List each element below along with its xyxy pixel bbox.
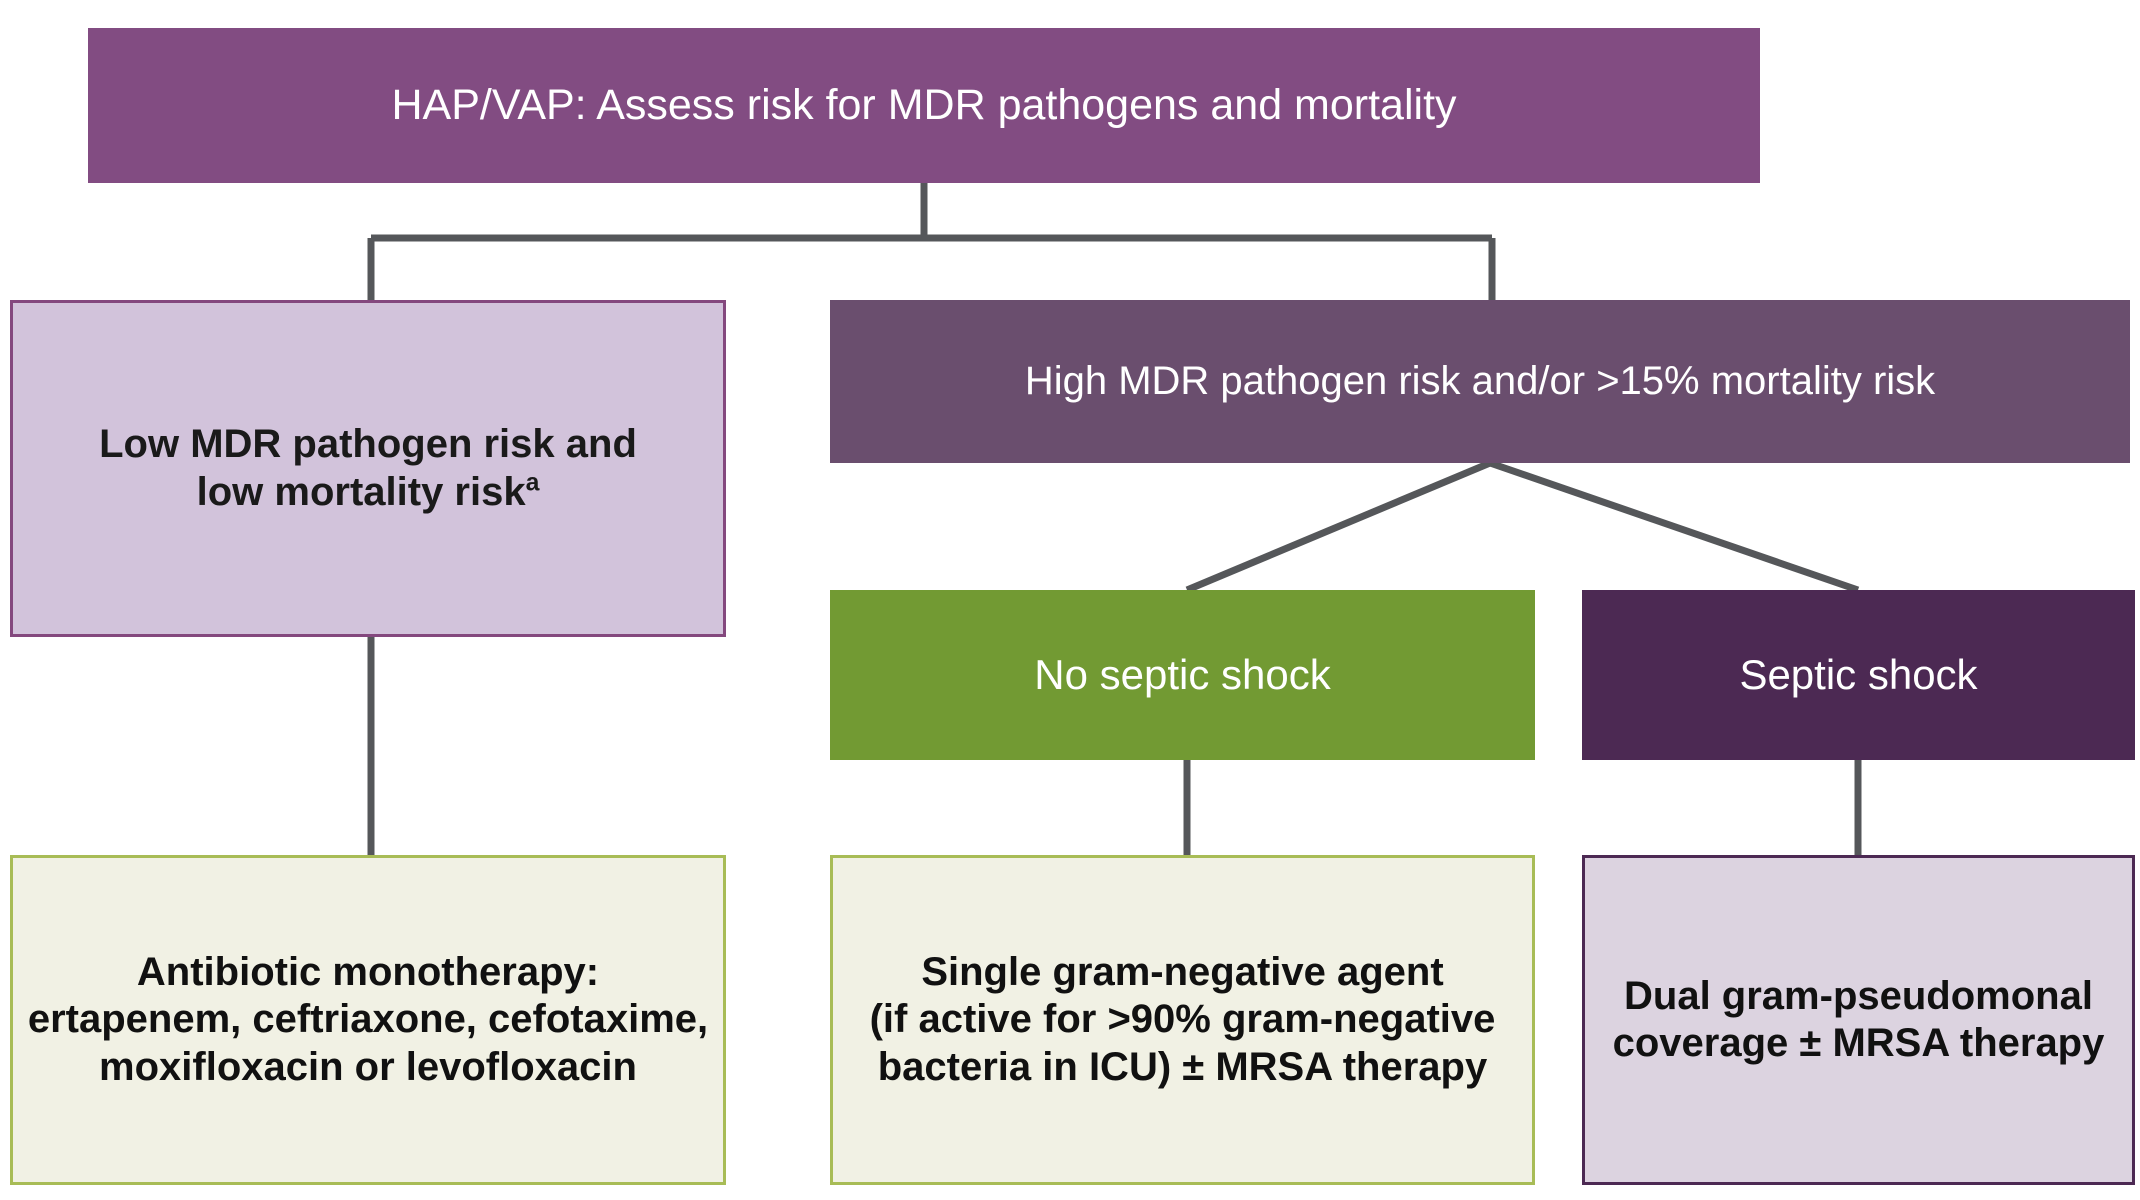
- node-septic-shock-label: Septic shock: [1739, 651, 1978, 699]
- node-high-mdr-risk[interactable]: High MDR pathogen risk and/or >15% morta…: [830, 300, 2130, 463]
- node-dual-gram-pseudomonal-coverage-label: Dual gram-pseudomonal coverage ± MRSA th…: [1612, 973, 2105, 1065]
- node-dual-gram-pseudomonal-coverage[interactable]: Dual gram-pseudomonal coverage ± MRSA th…: [1582, 855, 2135, 1185]
- node-no-septic-shock[interactable]: No septic shock: [830, 590, 1535, 760]
- node-antibiotic-monotherapy-label: Antibiotic monotherapy: ertapenem, ceftr…: [27, 950, 709, 1089]
- footnote-marker-a: a: [525, 469, 540, 497]
- node-root-assess-risk[interactable]: HAP/VAP: Assess risk for MDR pathogens a…: [88, 28, 1760, 183]
- node-septic-shock[interactable]: Septic shock: [1582, 590, 2135, 760]
- edge-high-risk-to-shock: [1488, 459, 1860, 594]
- node-no-septic-shock-label: No septic shock: [1034, 651, 1331, 699]
- node-single-gram-negative-agent[interactable]: Single gram-negative agent (if active fo…: [830, 855, 1535, 1185]
- node-root-label: HAP/VAP: Assess risk for MDR pathogens a…: [391, 81, 1457, 130]
- node-low-mdr-risk[interactable]: Low MDR pathogen risk and low mortality …: [10, 300, 726, 637]
- node-antibiotic-monotherapy[interactable]: Antibiotic monotherapy: ertapenem, ceftr…: [10, 855, 726, 1185]
- edge-high-risk-to-no-shock: [1185, 459, 1492, 594]
- node-low-mdr-risk-text: Low MDR pathogen risk and low mortality …: [99, 422, 637, 514]
- node-high-mdr-risk-label: High MDR pathogen risk and/or >15% morta…: [1024, 358, 1936, 403]
- node-low-mdr-risk-label: Low MDR pathogen risk and low mortality …: [13, 421, 723, 515]
- node-single-gram-negative-agent-label: Single gram-negative agent (if active fo…: [869, 950, 1496, 1089]
